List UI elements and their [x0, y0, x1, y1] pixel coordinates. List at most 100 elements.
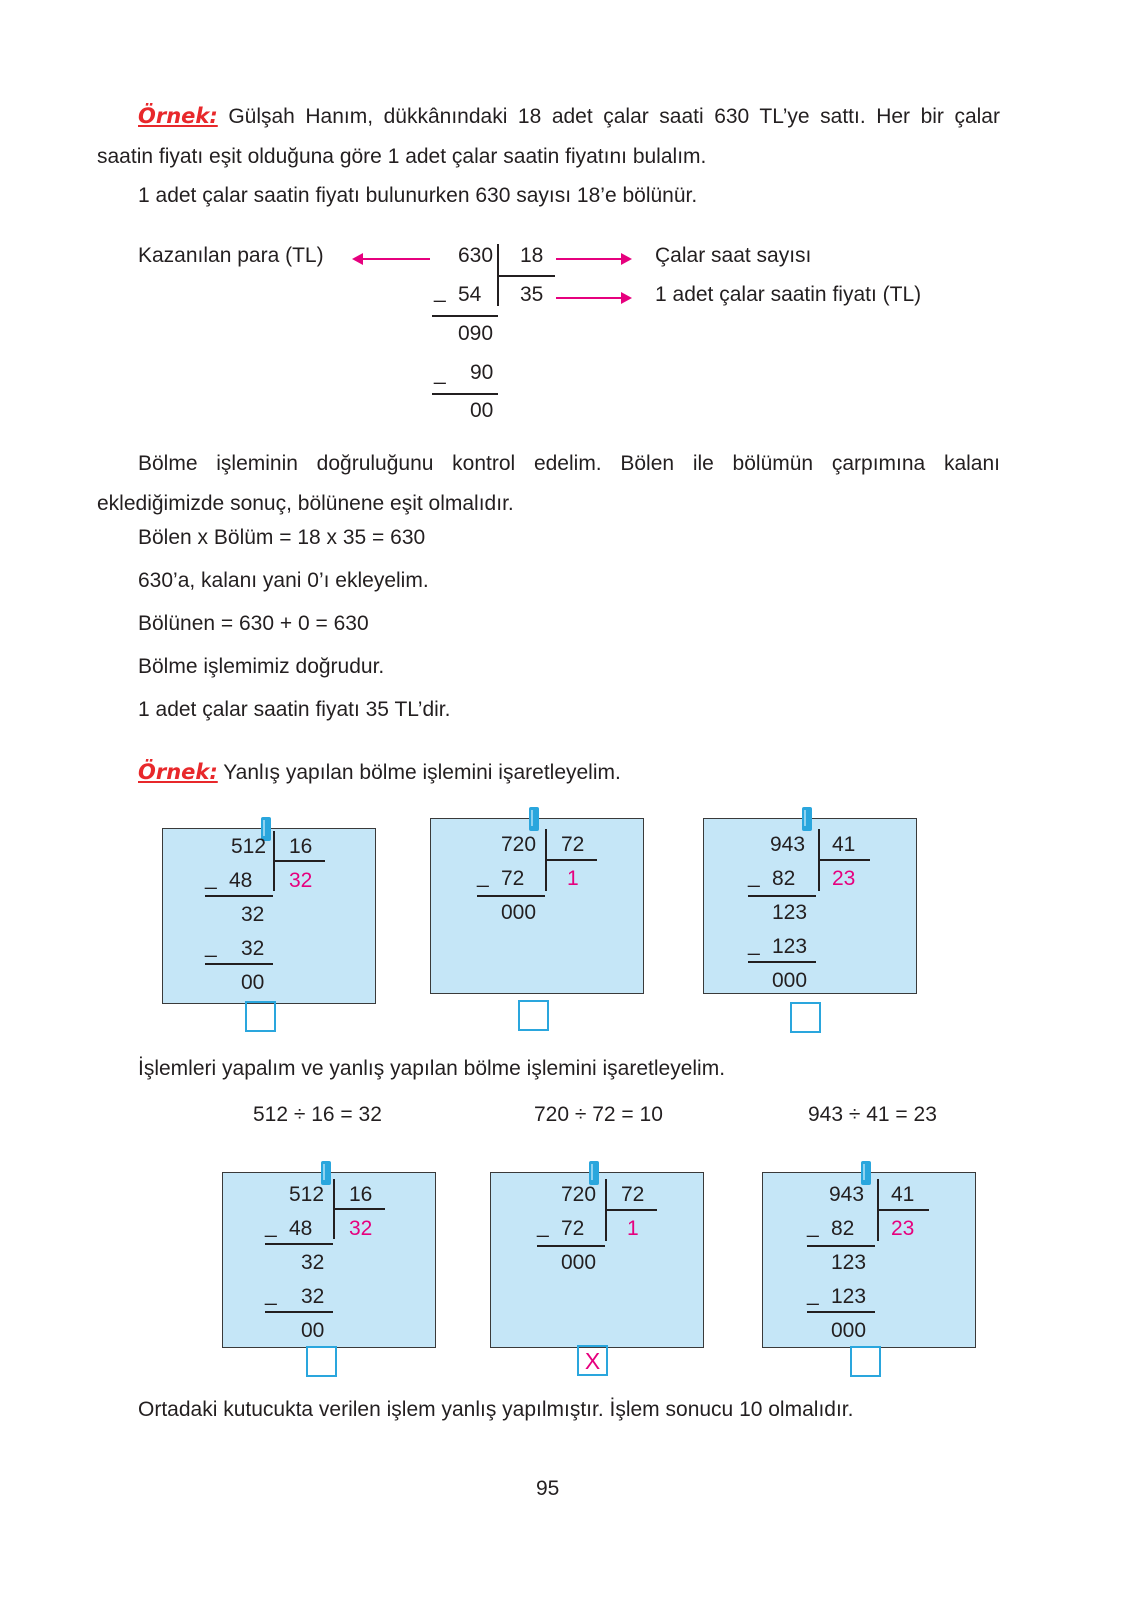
pin-icon	[589, 1161, 599, 1185]
card-line1	[265, 1243, 333, 1245]
card-dividend: 720	[561, 1183, 597, 1206]
card-5: 720 72 _ 72 1 000	[490, 1161, 704, 1348]
card-minus2: _	[265, 1283, 277, 1306]
minus-sign-2: _	[434, 362, 446, 385]
card-2: 720 72 _ 72 1 000	[430, 807, 644, 994]
card-hline	[545, 859, 597, 861]
card-minus: _	[537, 1215, 549, 1238]
arrow-right-top	[556, 253, 632, 265]
card-quotient: 1	[627, 1217, 639, 1240]
check-line-2: 630’a, kalanı yani 0’ı ekleyelim.	[138, 569, 429, 592]
card-hline	[333, 1208, 385, 1210]
card-dividend: 512	[231, 835, 267, 858]
checkbox-3[interactable]	[790, 1002, 821, 1033]
card-rem2: 000	[831, 1319, 867, 1342]
card-hline	[605, 1209, 657, 1211]
check-paragraph: Bölme işleminin doğruluğunu kontrol edel…	[97, 444, 1000, 524]
card-sub1: 72	[561, 1217, 585, 1240]
division-divisor: 18	[520, 244, 544, 267]
example1-intro: 1 adet çalar saatin fiyatı bulunurken 63…	[138, 184, 698, 207]
card-6: 943 41 _ 82 23 123 _ 123 000	[762, 1161, 976, 1348]
card-hline	[273, 860, 325, 862]
card-quotient: 23	[891, 1217, 915, 1240]
card-divisor: 16	[349, 1183, 373, 1206]
division-line-1	[432, 315, 498, 317]
card-line1	[537, 1245, 605, 1247]
card-rem1: 123	[772, 901, 808, 924]
card-divisor: 41	[891, 1183, 915, 1206]
division-line-2	[432, 393, 498, 395]
card-line2	[265, 1311, 333, 1313]
card-1: 512 16 _ 48 32 32 _ 32 00	[162, 817, 376, 1004]
example1-paragraph: Örnek: Gülşah Hanım, dükkânındaki 18 ade…	[97, 96, 1000, 177]
card-line2	[748, 961, 816, 963]
pin-icon	[802, 807, 812, 831]
checkbox-4[interactable]	[306, 1346, 337, 1377]
pin-icon	[261, 817, 271, 841]
card-divisor: 72	[561, 833, 585, 856]
card-dividend: 512	[289, 1183, 325, 1206]
card-minus2: _	[748, 933, 760, 956]
check-line-5: 1 adet çalar saatin fiyatı 35 TL’dir.	[138, 698, 451, 721]
division-remainder: 00	[470, 399, 494, 422]
equation-3: 943 ÷ 41 = 23	[808, 1103, 937, 1126]
card-line1	[477, 895, 545, 897]
division-step2-sub: 90	[470, 361, 494, 384]
card-rem1: 000	[561, 1251, 597, 1274]
card-rem2: 000	[772, 969, 808, 992]
card-quotient: 32	[289, 869, 313, 892]
division-dividend: 630	[458, 244, 494, 267]
pin-icon	[861, 1161, 871, 1185]
equation-1: 512 ÷ 16 = 32	[253, 1103, 382, 1126]
check-line-1: Bölen x Bölüm = 18 x 35 = 630	[138, 526, 426, 549]
card-minus2: _	[807, 1283, 819, 1306]
check-text: Bölme işleminin doğruluğunu kontrol edel…	[97, 452, 1000, 515]
card-sub1: 82	[772, 867, 796, 890]
checkbox-2[interactable]	[518, 1000, 549, 1031]
example2-conclusion: Ortadaki kutucukta verilen işlem yanlış …	[138, 1398, 854, 1421]
card-rem1: 000	[501, 901, 537, 924]
ornek-label: Örnek:	[138, 104, 218, 128]
card-quotient: 1	[567, 867, 579, 890]
division-quotient: 35	[520, 283, 544, 306]
card-rem1: 123	[831, 1251, 867, 1274]
card-sub1: 48	[289, 1217, 313, 1240]
card-rem2: 00	[241, 971, 265, 994]
example2-text: Yanlış yapılan bölme işlemini işaretleye…	[223, 761, 621, 784]
check-line-3: Bölünen = 630 + 0 = 630	[138, 612, 369, 635]
arrow-left	[352, 253, 430, 265]
division-divisor-underline	[497, 275, 555, 277]
card-rem1: 32	[301, 1251, 325, 1274]
card-divisor: 41	[832, 833, 856, 856]
card-sub2: 123	[772, 935, 808, 958]
page-number: 95	[536, 1477, 560, 1500]
checkbox-1[interactable]	[245, 1001, 276, 1032]
card-sub2: 123	[831, 1285, 867, 1308]
example2-heading: Örnek: Yanlış yapılan bölme işlemini işa…	[138, 760, 621, 785]
card-dividend: 720	[501, 833, 537, 856]
card-divisor: 16	[289, 835, 313, 858]
card-rem1: 32	[241, 903, 265, 926]
pin-icon	[529, 807, 539, 831]
division-right-label-top: Çalar saat sayısı	[655, 244, 812, 267]
check-line-4: Bölme işlemimiz doğrudur.	[138, 655, 385, 678]
card-sub2: 32	[241, 937, 265, 960]
checkbox-6[interactable]	[850, 1346, 881, 1377]
equation-2: 720 ÷ 72 = 10	[534, 1103, 663, 1126]
card-divisor: 72	[621, 1183, 645, 1206]
card-quotient: 23	[832, 867, 856, 890]
card-line1	[748, 895, 816, 897]
card-minus2: _	[205, 935, 217, 958]
card-minus: _	[205, 867, 217, 890]
arrow-right-bottom	[556, 292, 632, 304]
example2-instruction: İşlemleri yapalım ve yanlış yapılan bölm…	[138, 1057, 726, 1080]
card-sub1: 48	[229, 869, 253, 892]
card-line1	[807, 1245, 875, 1247]
card-dividend: 943	[770, 833, 806, 856]
checkbox-5-marked[interactable]: X	[577, 1345, 608, 1376]
card-sub1: 72	[501, 867, 525, 890]
card-minus: _	[807, 1215, 819, 1238]
pin-icon	[321, 1161, 331, 1185]
card-line2	[807, 1311, 875, 1313]
minus-sign-1: _	[434, 280, 446, 303]
